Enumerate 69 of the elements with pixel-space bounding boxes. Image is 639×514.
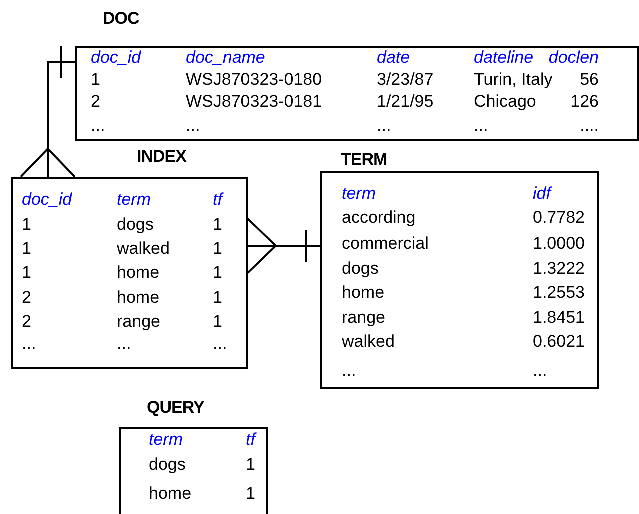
table-cell: 1	[22, 215, 32, 234]
table-cell: 126	[570, 92, 599, 111]
table-cell: 1	[91, 70, 100, 89]
table-cell: ....	[580, 116, 599, 135]
table-cell: ...	[213, 334, 228, 353]
relationship-line	[20, 45, 76, 178]
column-header: term	[117, 190, 151, 209]
table-cell: walked	[342, 332, 395, 351]
table-cell: dogs	[149, 455, 186, 474]
table-cell: ...	[186, 116, 200, 135]
column-header: idf	[533, 184, 551, 203]
table-cell: commercial	[342, 234, 429, 253]
table-cell: ...	[377, 116, 392, 135]
column-header: term	[342, 184, 376, 203]
table-cell: 1	[246, 455, 256, 474]
table-cell: WSJ870323-0181	[186, 92, 322, 111]
table-cell: home	[342, 283, 385, 302]
table-cell: range	[117, 312, 160, 331]
table-cell: 1.8451	[533, 308, 585, 327]
table-cell: ...	[22, 334, 36, 353]
table-cell: ...	[474, 116, 488, 135]
table-cell: 1	[213, 312, 222, 331]
table-cell: 1.2553	[533, 283, 585, 302]
table-cell: 1	[22, 263, 32, 282]
table-cell: 1	[213, 239, 222, 258]
table-cell: home	[149, 484, 192, 503]
table-cell: dogs	[342, 259, 379, 278]
table-cell: 56	[580, 70, 599, 89]
column-header: dateline	[474, 48, 534, 67]
table-cell: 1.3222	[533, 259, 585, 278]
column-header: tf	[246, 430, 256, 449]
table-cell: ...	[533, 361, 548, 380]
column-header: doc_name	[186, 48, 266, 67]
table-cell: according	[342, 208, 416, 227]
table-cell: 2	[22, 312, 32, 331]
table-title: INDEX	[137, 147, 186, 167]
column-header: date	[377, 48, 410, 67]
column-header: doc_id	[91, 48, 142, 67]
column-header: doc_id	[22, 190, 72, 209]
table-cell: 0.7782	[533, 208, 585, 227]
table-cell: ...	[91, 116, 106, 135]
table-cell: home	[117, 263, 160, 282]
table-cell: range	[342, 308, 386, 327]
table-cell: WSJ870323-0180	[186, 70, 322, 89]
table-title: TERM	[341, 150, 388, 170]
column-header: doclen	[548, 48, 599, 67]
table-cell: Turin, Italy	[474, 70, 553, 89]
table-cell: 3/23/87	[377, 70, 434, 89]
column-header: tf	[213, 190, 222, 209]
table-cell: 1	[246, 484, 256, 503]
table-cell: ...	[117, 334, 132, 353]
table-cell: home	[117, 288, 160, 307]
table-cell: 1	[213, 215, 222, 234]
table-cell: 2	[91, 92, 100, 111]
relationship-line	[247, 218, 320, 274]
table-cell: 1	[213, 288, 222, 307]
table-cell: walked	[117, 239, 170, 258]
table-cell: 1	[22, 239, 32, 258]
table-title: DOC	[103, 9, 140, 29]
table-cell: 0.6021	[533, 332, 585, 351]
table-cell: 1.0000	[533, 234, 585, 253]
table-title: QUERY	[147, 398, 204, 418]
table-cell: Chicago	[474, 92, 536, 111]
table-cell: 2	[22, 288, 32, 307]
table-cell: 1/21/95	[377, 92, 434, 111]
column-header: term	[149, 430, 183, 449]
table-cell: 1	[213, 263, 222, 282]
table-cell: ...	[342, 361, 356, 380]
table-cell: dogs	[117, 215, 154, 234]
